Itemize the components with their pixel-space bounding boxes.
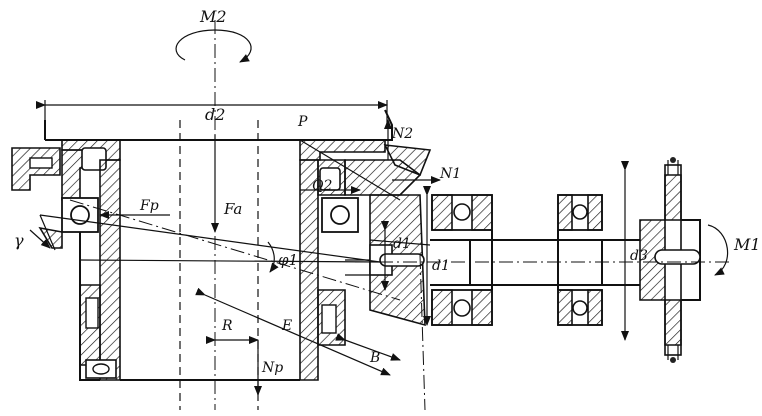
- label-n1: N1: [439, 166, 461, 182]
- pinion-shaft: [379, 194, 640, 326]
- label-q2: Q2: [312, 178, 332, 194]
- label-fa: Fa: [223, 200, 242, 218]
- label-fp: Fp: [139, 198, 159, 214]
- label-d1-outer: d1: [432, 258, 450, 274]
- label-n2: N2: [391, 126, 413, 142]
- label-d1-inner: d1: [393, 236, 411, 252]
- label-np: Np: [261, 360, 283, 376]
- label-p: P: [297, 114, 308, 130]
- large-bevel-gear: [299, 139, 432, 201]
- label-m1: M1: [733, 235, 761, 254]
- label-e: E: [281, 318, 292, 334]
- label-m2: M2: [199, 7, 227, 26]
- label-b: B: [369, 350, 380, 366]
- label-d3: d3: [630, 248, 648, 264]
- label-r: R: [221, 318, 233, 334]
- housing: [11, 109, 393, 381]
- label-phi1: φ1: [278, 251, 298, 269]
- sprocket: [639, 157, 701, 363]
- annotations: [29, 29, 729, 396]
- label-d2: d2: [205, 105, 225, 124]
- label-gamma: γ: [14, 231, 24, 250]
